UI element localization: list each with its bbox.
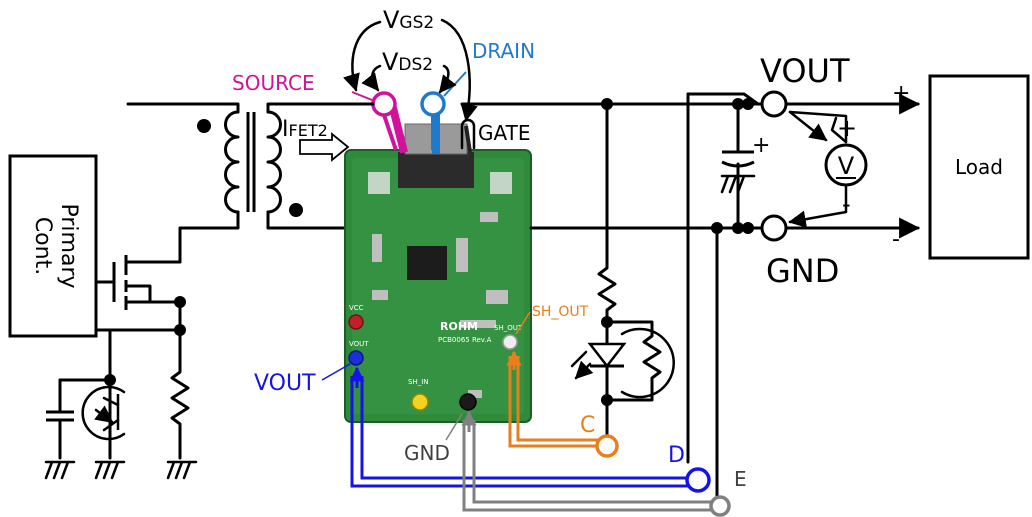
silk-vcc: VCC — [349, 304, 364, 312]
output-side: + V + - Load + - VOUT GND — [498, 52, 1030, 500]
dot-marker — [289, 203, 303, 217]
opto-led — [587, 342, 627, 369]
silk-shout: SH_OUT — [494, 324, 523, 332]
load-minus: - — [892, 227, 900, 252]
gnd-terminal — [760, 214, 788, 242]
probe-d — [685, 467, 711, 493]
vcc-pin — [348, 314, 364, 330]
voltmeter-symbol: V — [838, 152, 855, 180]
primary-controller-box — [8, 154, 98, 338]
sh-out-label: SH_OUT — [532, 304, 589, 320]
probe-e-label: E — [734, 467, 747, 491]
ifet2-label: IFET2 — [282, 117, 328, 142]
secondary-side: IFET2 — [266, 102, 352, 230]
cap-plus: + — [752, 133, 770, 158]
gnd-right-label: GND — [766, 252, 839, 290]
vout-board-label: VOUT — [254, 371, 316, 396]
meter-plus: + — [837, 114, 857, 142]
vout-pin — [348, 350, 364, 366]
probe-e — [709, 495, 731, 517]
probe-c-label: C — [580, 413, 595, 438]
primary-label-line2: Cont. — [30, 217, 55, 275]
load-box — [928, 74, 1030, 260]
vout-top-label: VOUT — [760, 52, 850, 90]
secondary-winding — [266, 110, 282, 214]
vgs2-label: VGS2 — [383, 6, 434, 34]
load-plus: + — [892, 81, 910, 106]
silk-vout: VOUT — [349, 340, 369, 348]
drain-label: DRAIN — [472, 39, 535, 63]
sh-out-pin — [502, 334, 518, 350]
primary-side: Primary Cont. — [8, 102, 256, 480]
silk-shin: SH_IN — [408, 378, 429, 386]
current-arrow — [299, 132, 350, 162]
ground-symbol — [44, 460, 76, 480]
vout-terminal — [760, 90, 788, 118]
gnd-board-label: GND — [404, 441, 450, 465]
ground-symbol — [166, 460, 198, 480]
gnd-pin — [459, 393, 477, 411]
source-label: SOURCE — [232, 71, 315, 95]
probe-wires: C SH_OUT D VOUT E GND — [254, 304, 747, 517]
mosfet-probes: VGS2 VDS2 DRAIN SOURCE GATE — [232, 6, 535, 151]
source-probe — [371, 91, 397, 117]
primary-winding — [224, 110, 240, 214]
dot-marker — [197, 119, 211, 133]
probe-c — [595, 434, 619, 458]
meter-minus: - — [842, 190, 851, 218]
photo-transistor — [81, 385, 126, 441]
drain-probe — [420, 91, 446, 117]
primary-label-line1: Primary — [56, 203, 81, 288]
vds2-label: VDS2 — [382, 48, 433, 76]
ground-symbol — [94, 460, 126, 480]
board-part: PCB0065 Rev.A — [438, 336, 492, 344]
gate-label: GATE — [478, 121, 530, 145]
led-resistor — [597, 102, 617, 324]
sense-resistor — [170, 328, 190, 460]
probe-d-label: D — [668, 443, 685, 468]
board-brand: ROHM — [440, 320, 478, 333]
mosfet-package — [398, 152, 474, 188]
sh-in-pin — [411, 393, 429, 411]
ic-chip — [407, 246, 447, 280]
load-label: Load — [955, 155, 1003, 179]
pcb-board: ROHM PCB0065 Rev.A VCC VOUT SH_IN SH_OUT — [344, 103, 532, 423]
